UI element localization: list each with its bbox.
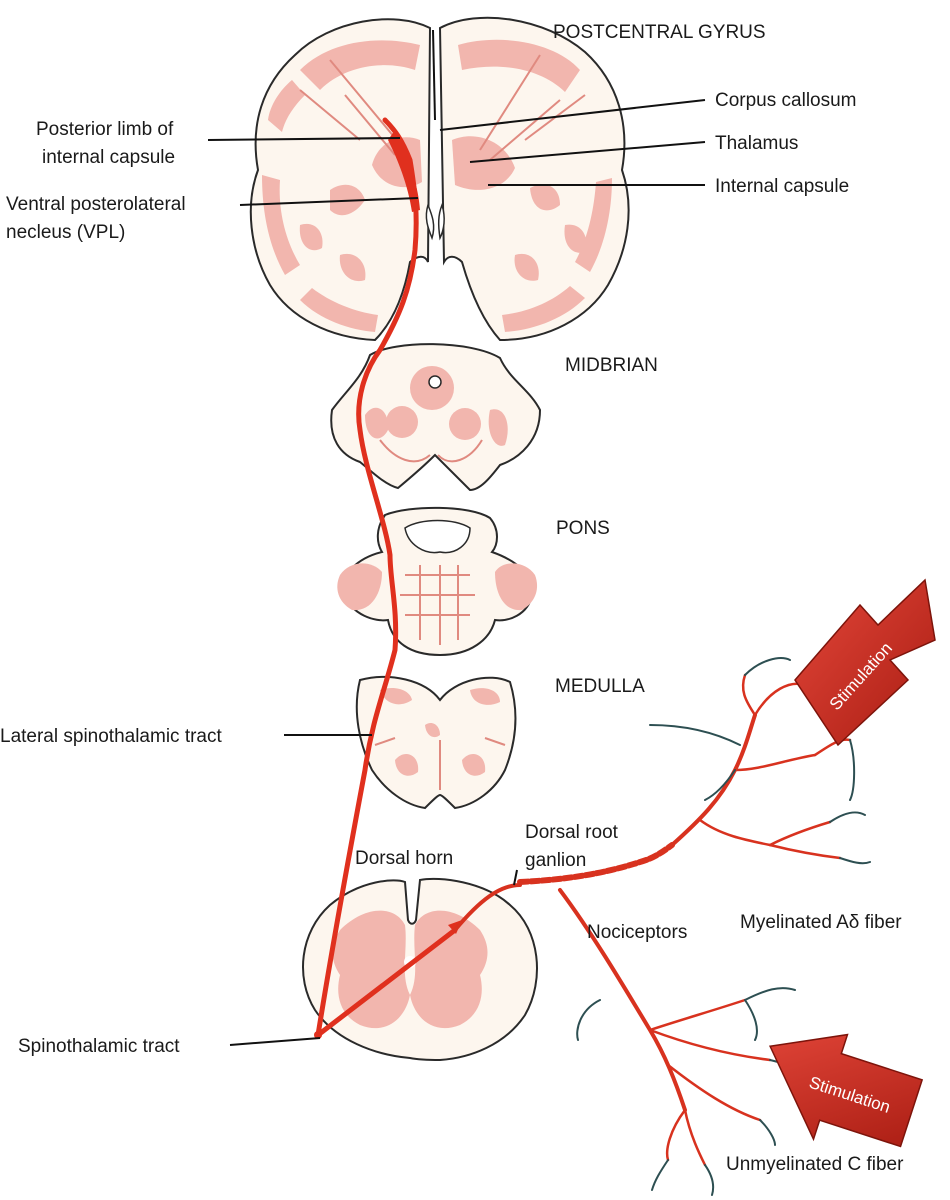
label-posterior-limb-line2: internal capsule [42, 147, 175, 168]
spinothalamic-pathway [314, 117, 522, 1039]
label-dorsal-horn: Dorsal horn [355, 848, 453, 869]
label-myelinated-fiber: Myelinated Aδ fiber [740, 912, 902, 933]
label-midbrain: MIDBRIAN [565, 355, 658, 376]
brain-coronal-section [249, 16, 630, 342]
leader-lines [207, 99, 706, 1046]
label-spinothalamic-tract: Spinothalamic tract [18, 1036, 180, 1057]
label-dorsal-root-line1: Dorsal root [525, 822, 619, 843]
label-vpl-line1: Ventral posterolateral [6, 194, 186, 215]
diagram-labels: POSTCENTRAL GYRUS Corpus callosum Thalam… [0, 22, 904, 1175]
label-thalamus: Thalamus [715, 133, 798, 154]
label-unmyelinated-fiber: Unmyelinated C fiber [726, 1154, 904, 1175]
label-dorsal-root-line2: ganlion [525, 850, 586, 871]
label-internal-capsule: Internal capsule [715, 176, 849, 197]
label-postcentral-gyrus: POSTCENTRAL GYRUS [553, 22, 766, 43]
midbrain-section [330, 343, 542, 492]
label-lateral-spinothalamic-tract: Lateral spinothalamic tract [0, 726, 222, 747]
label-medulla: MEDULLA [555, 676, 645, 697]
label-nociceptors: Nociceptors [587, 922, 687, 943]
pons-section [337, 506, 538, 657]
lower-stimulation-arrow: Stimulation [768, 1033, 924, 1148]
upper-stimulation-arrow: Stimulation [794, 578, 936, 747]
label-vpl-line2: necleus (VPL) [6, 222, 125, 243]
label-pons: PONS [556, 518, 610, 539]
medulla-section [355, 676, 517, 810]
label-corpus-callosum: Corpus callosum [715, 90, 857, 111]
label-posterior-limb-line1: Posterior limb of [36, 119, 174, 140]
